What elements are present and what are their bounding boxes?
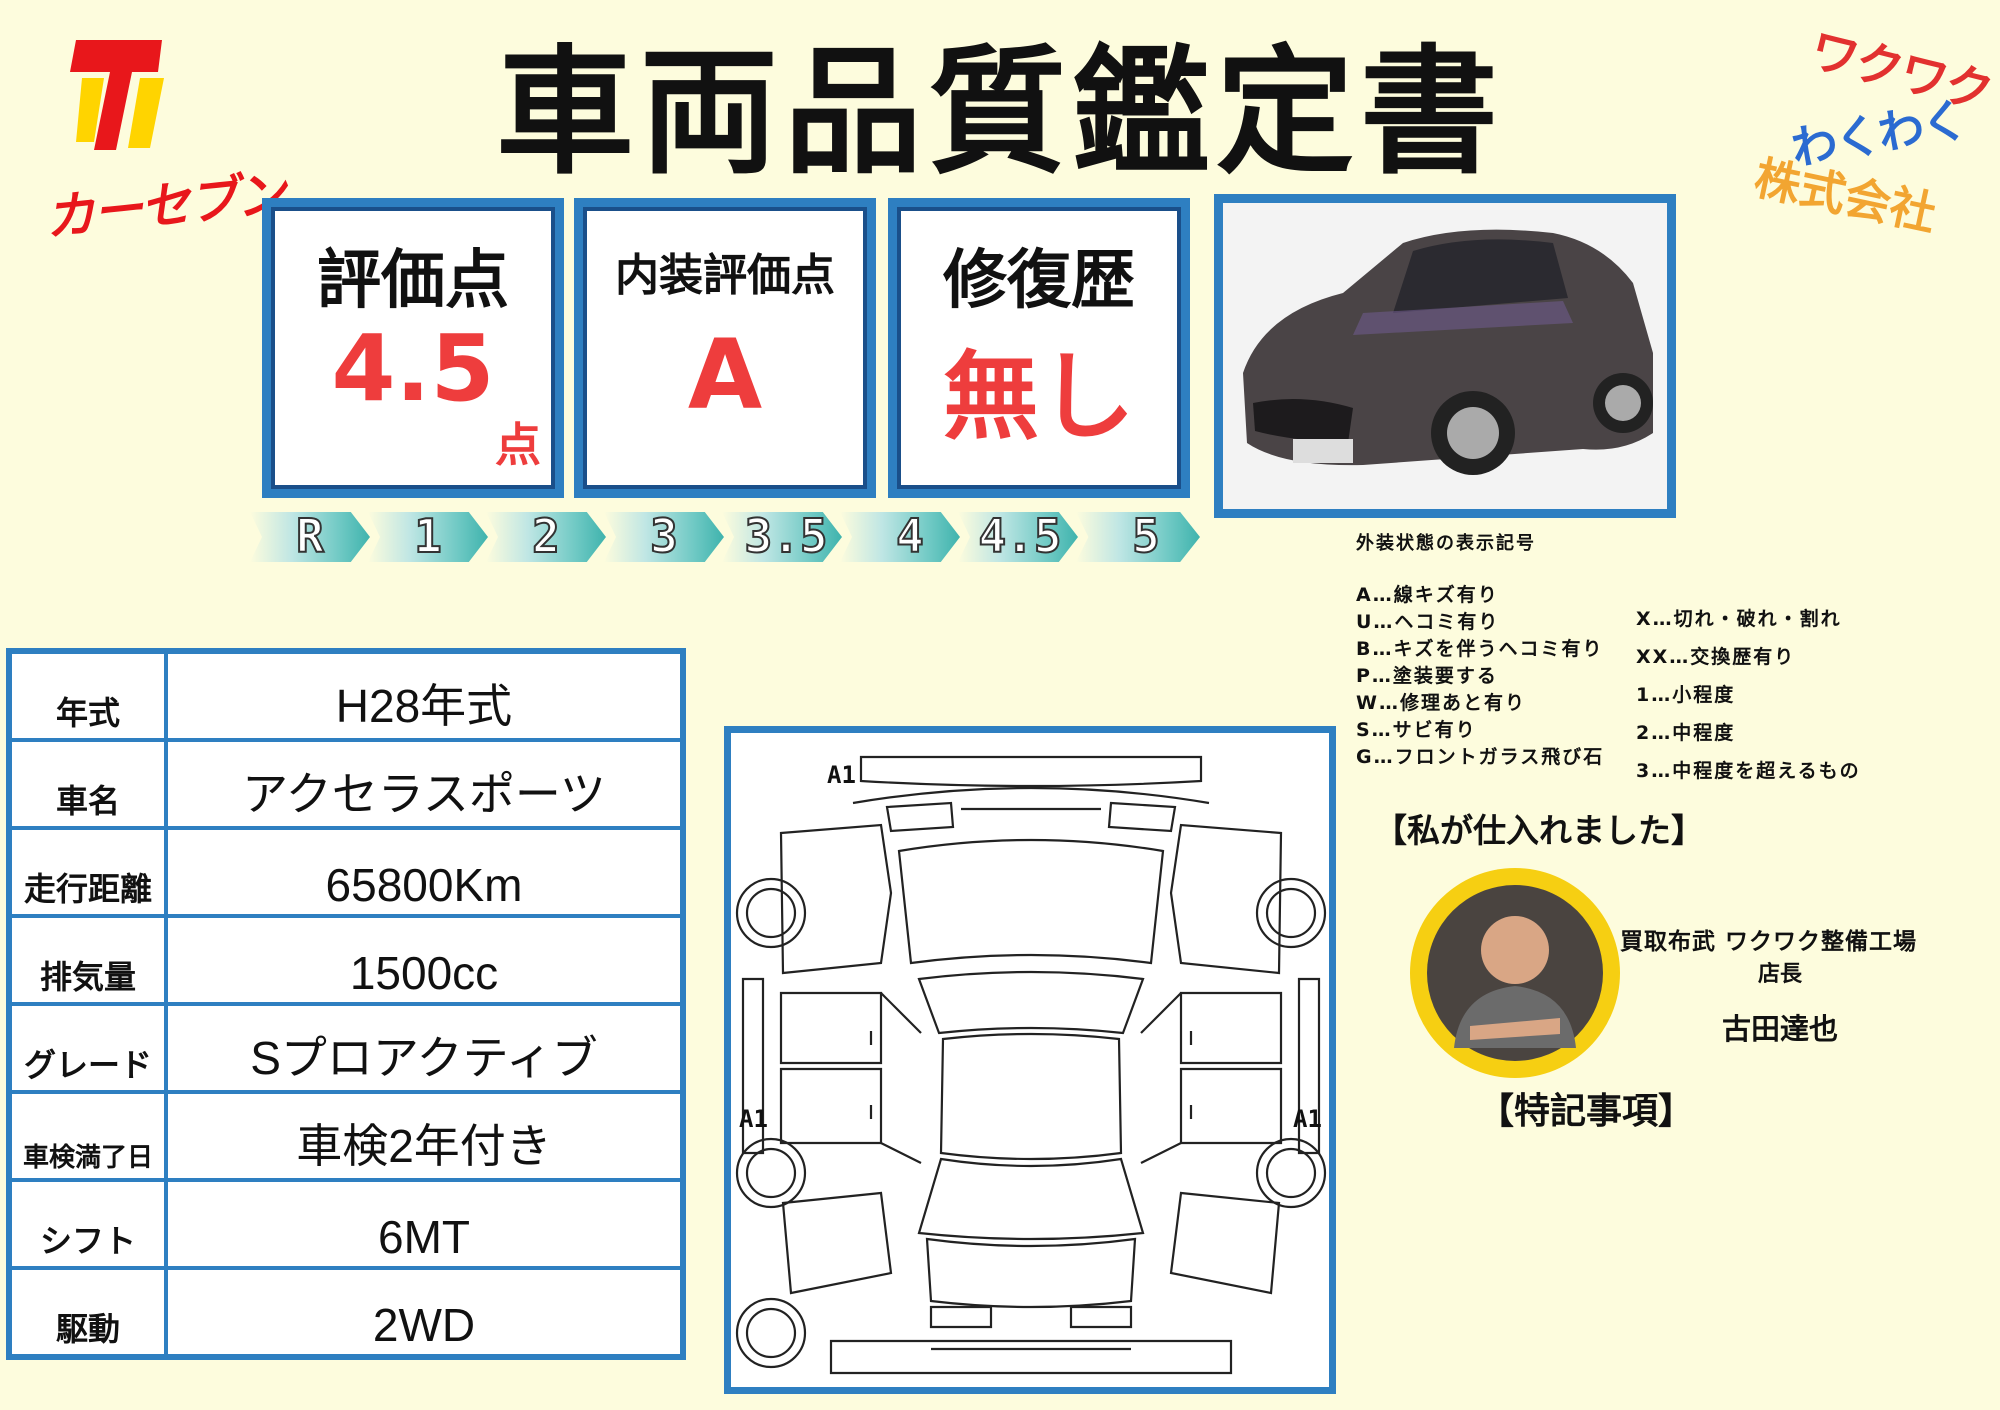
spec-label: 車名 — [7, 738, 168, 830]
car-photo — [1214, 194, 1676, 518]
scale-arrow — [368, 512, 488, 562]
purchaser-heading: 【私が仕入れました】 — [1374, 811, 1704, 850]
overall-score-value: 4.5 — [331, 315, 495, 422]
legend-item: A…線キズ有り — [1356, 584, 1499, 606]
spec-label: 駆動 — [7, 1266, 168, 1359]
scale-label: 2 — [531, 508, 561, 564]
staff-photo-badge — [1410, 868, 1620, 1078]
scale-label: R — [295, 508, 325, 564]
spec-value: 65800Km — [164, 826, 685, 918]
table-row: 車検満了日車検2年付き — [7, 1090, 685, 1182]
legend-item: W…修理あと有り — [1356, 692, 1526, 714]
spec-value: 車検2年付き — [164, 1090, 685, 1182]
interior-score-label: 内装評価点 — [615, 250, 835, 301]
purchaser-role: 店長 — [1758, 962, 1803, 987]
interior-score-value: A — [687, 319, 763, 431]
scale-label: 4 — [895, 508, 925, 564]
table-row: 車名アクセラスポーツ — [7, 738, 685, 830]
overall-score-box: 評価点 4.5 点 — [262, 198, 564, 498]
legend-item: S…サビ有り — [1356, 719, 1477, 741]
repair-history-box: 修復歴 無し — [888, 198, 1190, 498]
spec-label: グレード — [7, 1002, 168, 1094]
spec-value: Sプロアクティブ — [164, 1002, 685, 1094]
damage-mark-front: A1 — [827, 761, 856, 789]
page-title: 車両品質鑑定書 — [495, 32, 1504, 193]
car-seven-logo — [40, 30, 240, 230]
spec-value: アクセラスポーツ — [164, 738, 685, 830]
body-condition-diagram: A1 A1 A1 — [724, 726, 1336, 1394]
spec-label: 車検満了日 — [7, 1090, 168, 1182]
spec-label: 排気量 — [7, 914, 168, 1006]
legend-item: X…切れ・破れ・割れ — [1636, 608, 1842, 630]
scale-arrow — [722, 512, 842, 562]
damage-mark-right: A1 — [1293, 1105, 1322, 1133]
repair-history-value: 無し — [943, 341, 1135, 453]
legend-heading: 外装状態の表示記号 — [1356, 533, 1536, 554]
staff-avatar — [1427, 885, 1603, 1061]
legend-item: U…ヘコミ有り — [1356, 611, 1500, 633]
scale-arrow — [1076, 512, 1200, 562]
purchaser-name: 古田達也 — [1722, 1012, 1839, 1046]
spec-label: シフト — [7, 1178, 168, 1270]
legend-item: 3…中程度を超えるもの — [1636, 760, 1861, 782]
scale-label: 3 — [649, 508, 679, 564]
scale-arrow — [604, 512, 724, 562]
scale-arrow — [250, 512, 370, 562]
spec-value: 6MT — [164, 1178, 685, 1270]
spec-value: H28年式 — [164, 649, 685, 742]
legend-left: A…線キズ有り U…ヘコミ有り B…キズを伴うヘコミ有り P…塗装要する W…修… — [1356, 582, 1604, 771]
spec-value: 2WD — [164, 1266, 685, 1359]
overall-score-unit: 点 — [495, 418, 541, 472]
legend-item: P…塗装要する — [1356, 665, 1498, 687]
car-image-icon — [1223, 203, 1667, 509]
legend-item: G…フロントガラス飛び石 — [1356, 746, 1605, 768]
legend-item: B…キズを伴うヘコミ有り — [1356, 638, 1604, 660]
car-outline-icon — [735, 755, 1327, 1375]
legend-right: X…切れ・破れ・割れ XX…交換歴有り 1…小程度 2…中程度 3…中程度を超え… — [1636, 600, 1861, 790]
seven-mark-icon — [70, 40, 164, 150]
legend-item: 2…中程度 — [1636, 722, 1736, 744]
legend-item: 1…小程度 — [1636, 684, 1736, 706]
scale-arrow — [958, 512, 1078, 562]
spec-label: 走行距離 — [7, 826, 168, 918]
purchaser-store: 買取布武 ワクワク整備工場 — [1620, 929, 1918, 955]
scale-label: 3.5 — [743, 508, 828, 564]
repair-history-label: 修復歴 — [943, 244, 1135, 318]
interior-score-box: 内装評価点 A — [574, 198, 876, 498]
overall-score-label: 評価点 — [317, 244, 509, 318]
spec-value: 1500cc — [164, 914, 685, 1006]
spec-label: 年式 — [7, 649, 168, 742]
notes-heading: 【特記事項】 — [1478, 1091, 1695, 1132]
damage-mark-left: A1 — [739, 1105, 768, 1133]
scale-label: 5 — [1131, 508, 1161, 564]
scale-label: 4.5 — [977, 508, 1062, 564]
legend-item: XX…交換歴有り — [1636, 646, 1796, 668]
scale-arrow — [840, 512, 960, 562]
scale-arrow — [486, 512, 606, 562]
scale-label: 1 — [413, 508, 443, 564]
